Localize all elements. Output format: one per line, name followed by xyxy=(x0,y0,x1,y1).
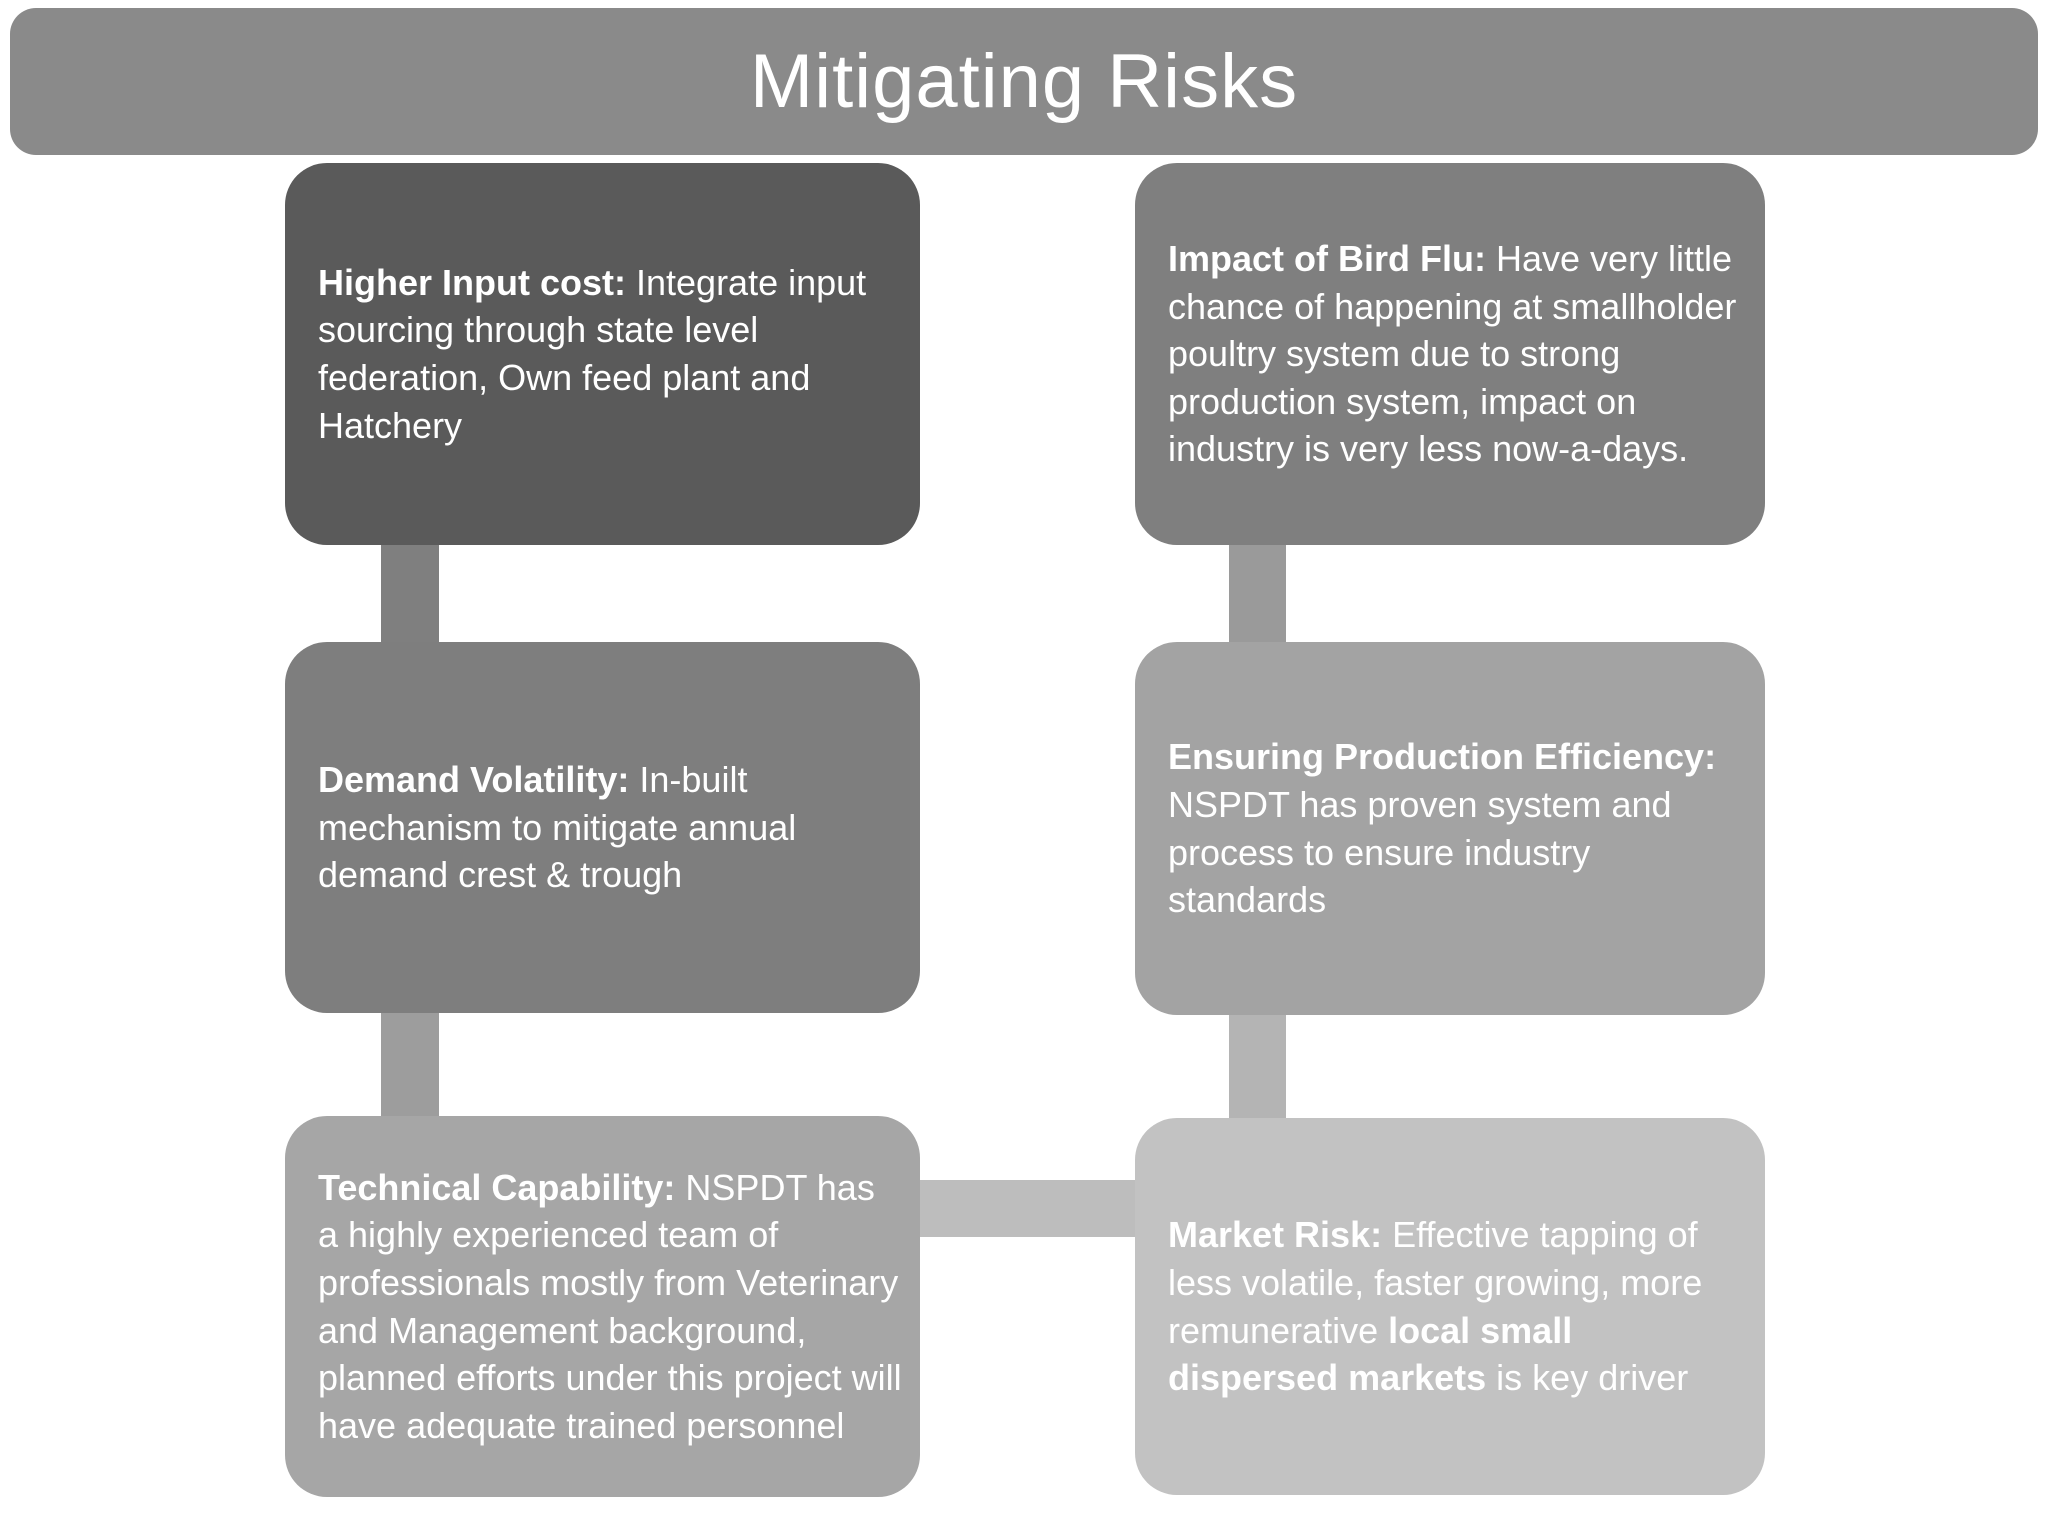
risk-box-demand-volatility: Demand Volatility: In-built mechanism to… xyxy=(285,642,920,1013)
risk-box-body: NSPDT has a highly experienced team of p… xyxy=(318,1166,902,1446)
risk-box-label: Demand Volatility: xyxy=(318,759,630,801)
risk-box-body: In-built mechanism to mitigate annual de… xyxy=(318,759,797,896)
risk-box-text: Impact of Bird Flu: Have very little cha… xyxy=(1135,235,1765,473)
risk-box-text: Ensuring Production Efficiency: NSPDT ha… xyxy=(1135,733,1765,923)
risk-box-body-tail: is key driver xyxy=(1486,1357,1689,1399)
risk-box-label: Higher Input cost: xyxy=(318,261,626,303)
risk-box-ensuring-production-efficiency: Ensuring Production Efficiency: NSPDT ha… xyxy=(1135,642,1765,1015)
connector-horizontal-bottom xyxy=(918,1180,1140,1237)
risk-box-body: Integrate input sourcing through state l… xyxy=(318,261,867,446)
risk-box-higher-input-cost: Higher Input cost: Integrate input sourc… xyxy=(285,163,920,545)
connector-right-top xyxy=(1229,540,1286,645)
risk-box-text: Technical Capability: NSPDT has a highly… xyxy=(285,1164,920,1449)
risk-box-label: Technical Capability: xyxy=(318,1166,676,1208)
page-title: Mitigating Risks xyxy=(749,39,1299,124)
risk-box-technical-capability: Technical Capability: NSPDT has a highly… xyxy=(285,1116,920,1497)
connector-right-bottom xyxy=(1229,1010,1286,1122)
risk-box-market-risk: Market Risk: Effective tapping of less v… xyxy=(1135,1118,1765,1495)
risk-box-label: Impact of Bird Flu: xyxy=(1168,238,1486,280)
risk-box-label: Ensuring Production Efficiency: xyxy=(1168,736,1717,778)
risk-box-body: Have very little chance of happening at … xyxy=(1168,238,1737,470)
risk-box-text: Higher Input cost: Integrate input sourc… xyxy=(285,259,920,449)
risk-box-impact-of-bird-flu: Impact of Bird Flu: Have very little cha… xyxy=(1135,163,1765,545)
risk-box-text: Market Risk: Effective tapping of less v… xyxy=(1135,1211,1765,1401)
risk-box-body: Effective tapping of less volatile, fast… xyxy=(1168,1214,1703,1351)
title-bar: Mitigating Risks xyxy=(10,8,2038,155)
risk-box-text: Demand Volatility: In-built mechanism to… xyxy=(285,756,920,899)
connector-left-bottom xyxy=(381,1008,439,1120)
risk-box-label: Market Risk: xyxy=(1168,1214,1383,1256)
risk-box-body: NSPDT has proven system and process to e… xyxy=(1168,783,1672,921)
connector-left-top xyxy=(381,540,439,645)
risk-box-bold-phrase: local small dispersed markets xyxy=(1168,1309,1573,1399)
